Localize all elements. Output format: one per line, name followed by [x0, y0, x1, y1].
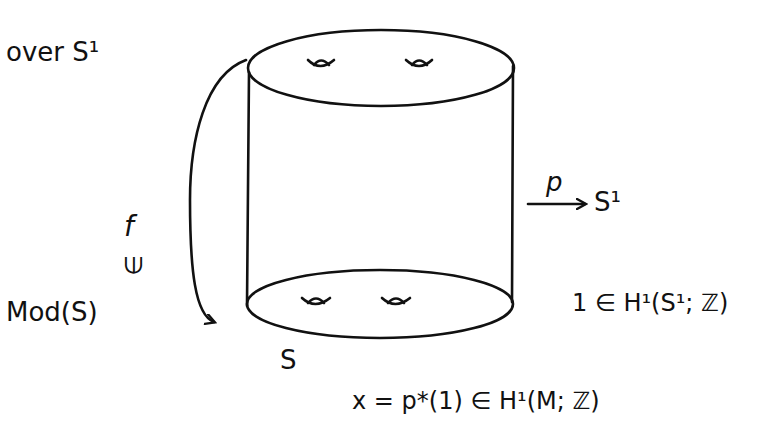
top-surface — [248, 30, 514, 106]
monodromy-arrow — [190, 60, 246, 322]
membership-symbol: ∈ — [121, 255, 147, 276]
pullback-label: x = p*(1) ∈ H¹(M; ℤ) — [352, 388, 600, 414]
base-label: over S¹ — [6, 38, 99, 67]
cylinder-side — [512, 66, 513, 302]
projection-label: p — [546, 168, 563, 197]
genus-handles — [302, 60, 432, 304]
class-label: 1 ∈ H¹(S¹; ℤ) — [572, 290, 728, 316]
cylinder-side — [247, 72, 249, 306]
group-label: Mod(S) — [6, 298, 98, 327]
fiber-label: S — [280, 346, 297, 375]
bottom-surface — [247, 270, 513, 338]
circle-label: S¹ — [594, 188, 621, 217]
map-label: f — [124, 212, 134, 243]
projection-arrow — [528, 203, 585, 206]
